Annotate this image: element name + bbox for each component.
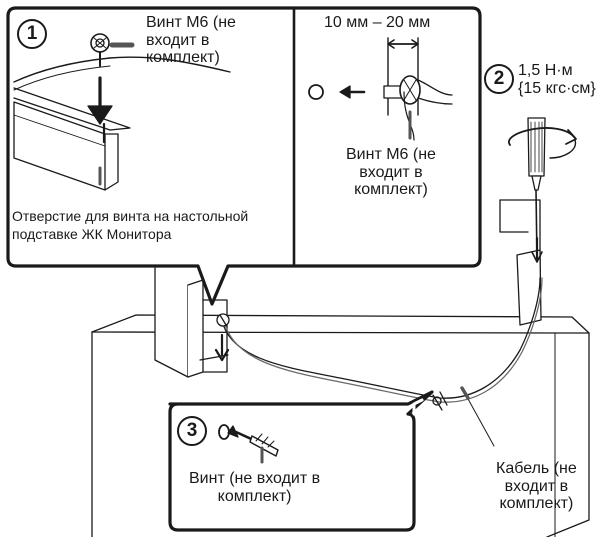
pointer-lines — [460, 386, 495, 447]
hole-description-label: Отверстие для винта на настольной подста… — [12, 208, 249, 242]
step-3-badge: 3 — [177, 416, 207, 446]
callout-step1 — [6, 6, 482, 306]
step-1-badge: 1 — [17, 19, 47, 49]
callout-step3 — [168, 390, 434, 532]
wall-bracket — [499, 199, 542, 326]
panel3-illustration — [218, 424, 279, 464]
step-2-badge: 2 — [484, 64, 514, 94]
panel1-illustration — [13, 33, 231, 191]
stand-screw — [214, 313, 230, 362]
torque-label: 1,5 Н·м {15 кгс·см} — [518, 62, 596, 97]
panel2-illustration — [308, 37, 453, 141]
cable-label: Кабель (не входит в комплект) — [496, 460, 577, 513]
screwdriver-drawing — [508, 117, 577, 263]
cable-drawing — [221, 277, 543, 411]
screw-m6-right-label: Винт M6 (не входит в комплект) — [346, 146, 436, 199]
wall-screw-label: Винт (не входит в комплект) — [189, 470, 321, 505]
screw-length-label: 10 мм – 20 мм — [324, 14, 431, 31]
table — [91, 314, 590, 537]
screw-m6-top-label: Винт M6 (не входит в комплект) — [146, 14, 236, 67]
